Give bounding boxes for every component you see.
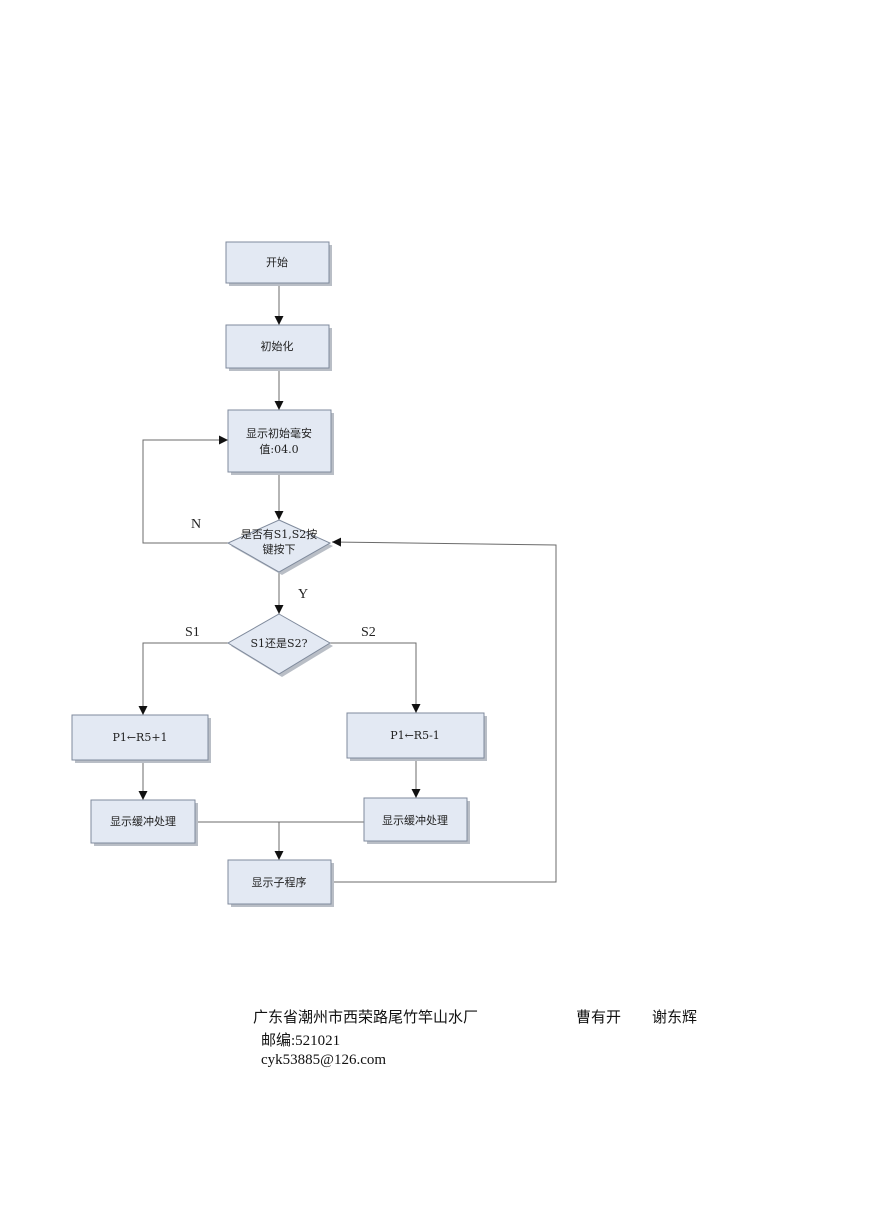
- edge-which-key-s1: [138, 642, 228, 715]
- footer-postcode: 邮编:521021: [261, 1033, 341, 1049]
- edge-label-s1: S1: [185, 625, 200, 640]
- svg-text:是否有S1,S2按: 是否有S1,S2按: [241, 527, 318, 541]
- svg-text:P1←R5-1: P1←R5-1: [390, 729, 440, 742]
- edge-label-s2: S2: [361, 625, 376, 640]
- node-key-pressed-decision: 是否有S1,S2按 键按下: [226, 519, 333, 575]
- svg-text:初始化: 初始化: [261, 339, 294, 353]
- svg-text:显示缓冲处理: 显示缓冲处理: [110, 814, 176, 828]
- flowchart: 开始 初始化 显示初始毫安 值:04.0 是否有S1,S2按 键按下 S1还是S…: [71, 241, 557, 907]
- node-display-buffer-right: 显示缓冲处理: [363, 797, 470, 844]
- svg-text:S1还是S2?: S1还是S2?: [251, 637, 308, 650]
- footer-email: cyk53885@126.com: [261, 1052, 387, 1068]
- svg-text:开始: 开始: [266, 255, 288, 269]
- node-p1-increment: P1←R5+1: [71, 714, 211, 763]
- footer-address: 广东省潮州市西荣路尾竹竿山水厂: [253, 1010, 479, 1026]
- node-show-initial-value: 显示初始毫安 值:04.0: [227, 409, 334, 475]
- svg-text:值:04.0: 值:04.0: [259, 443, 298, 456]
- node-p1-decrement: P1←R5-1: [346, 712, 487, 761]
- edge-which-key-s2: [330, 642, 421, 713]
- edge-label-yes: Y: [298, 587, 308, 602]
- node-display-buffer-left: 显示缓冲处理: [90, 799, 198, 846]
- svg-text:显示初始毫安: 显示初始毫安: [246, 426, 312, 440]
- footer-author-2: 谢东辉: [652, 1010, 698, 1026]
- svg-text:P1←R5+1: P1←R5+1: [112, 731, 167, 744]
- footer-author-1: 曹有开: [576, 1010, 622, 1026]
- edge-subroutine-loop-back: [331, 537, 557, 883]
- node-start: 开始: [225, 241, 332, 286]
- edge-label-no: N: [191, 517, 201, 532]
- node-display-subroutine: 显示子程序: [227, 859, 334, 907]
- svg-text:显示缓冲处理: 显示缓冲处理: [382, 813, 448, 827]
- edge-key-pressed-no-loop: [142, 435, 228, 544]
- node-init: 初始化: [225, 324, 332, 371]
- svg-text:显示子程序: 显示子程序: [252, 875, 307, 889]
- svg-text:键按下: 键按下: [263, 542, 296, 556]
- node-which-key-decision: S1还是S2?: [227, 613, 333, 677]
